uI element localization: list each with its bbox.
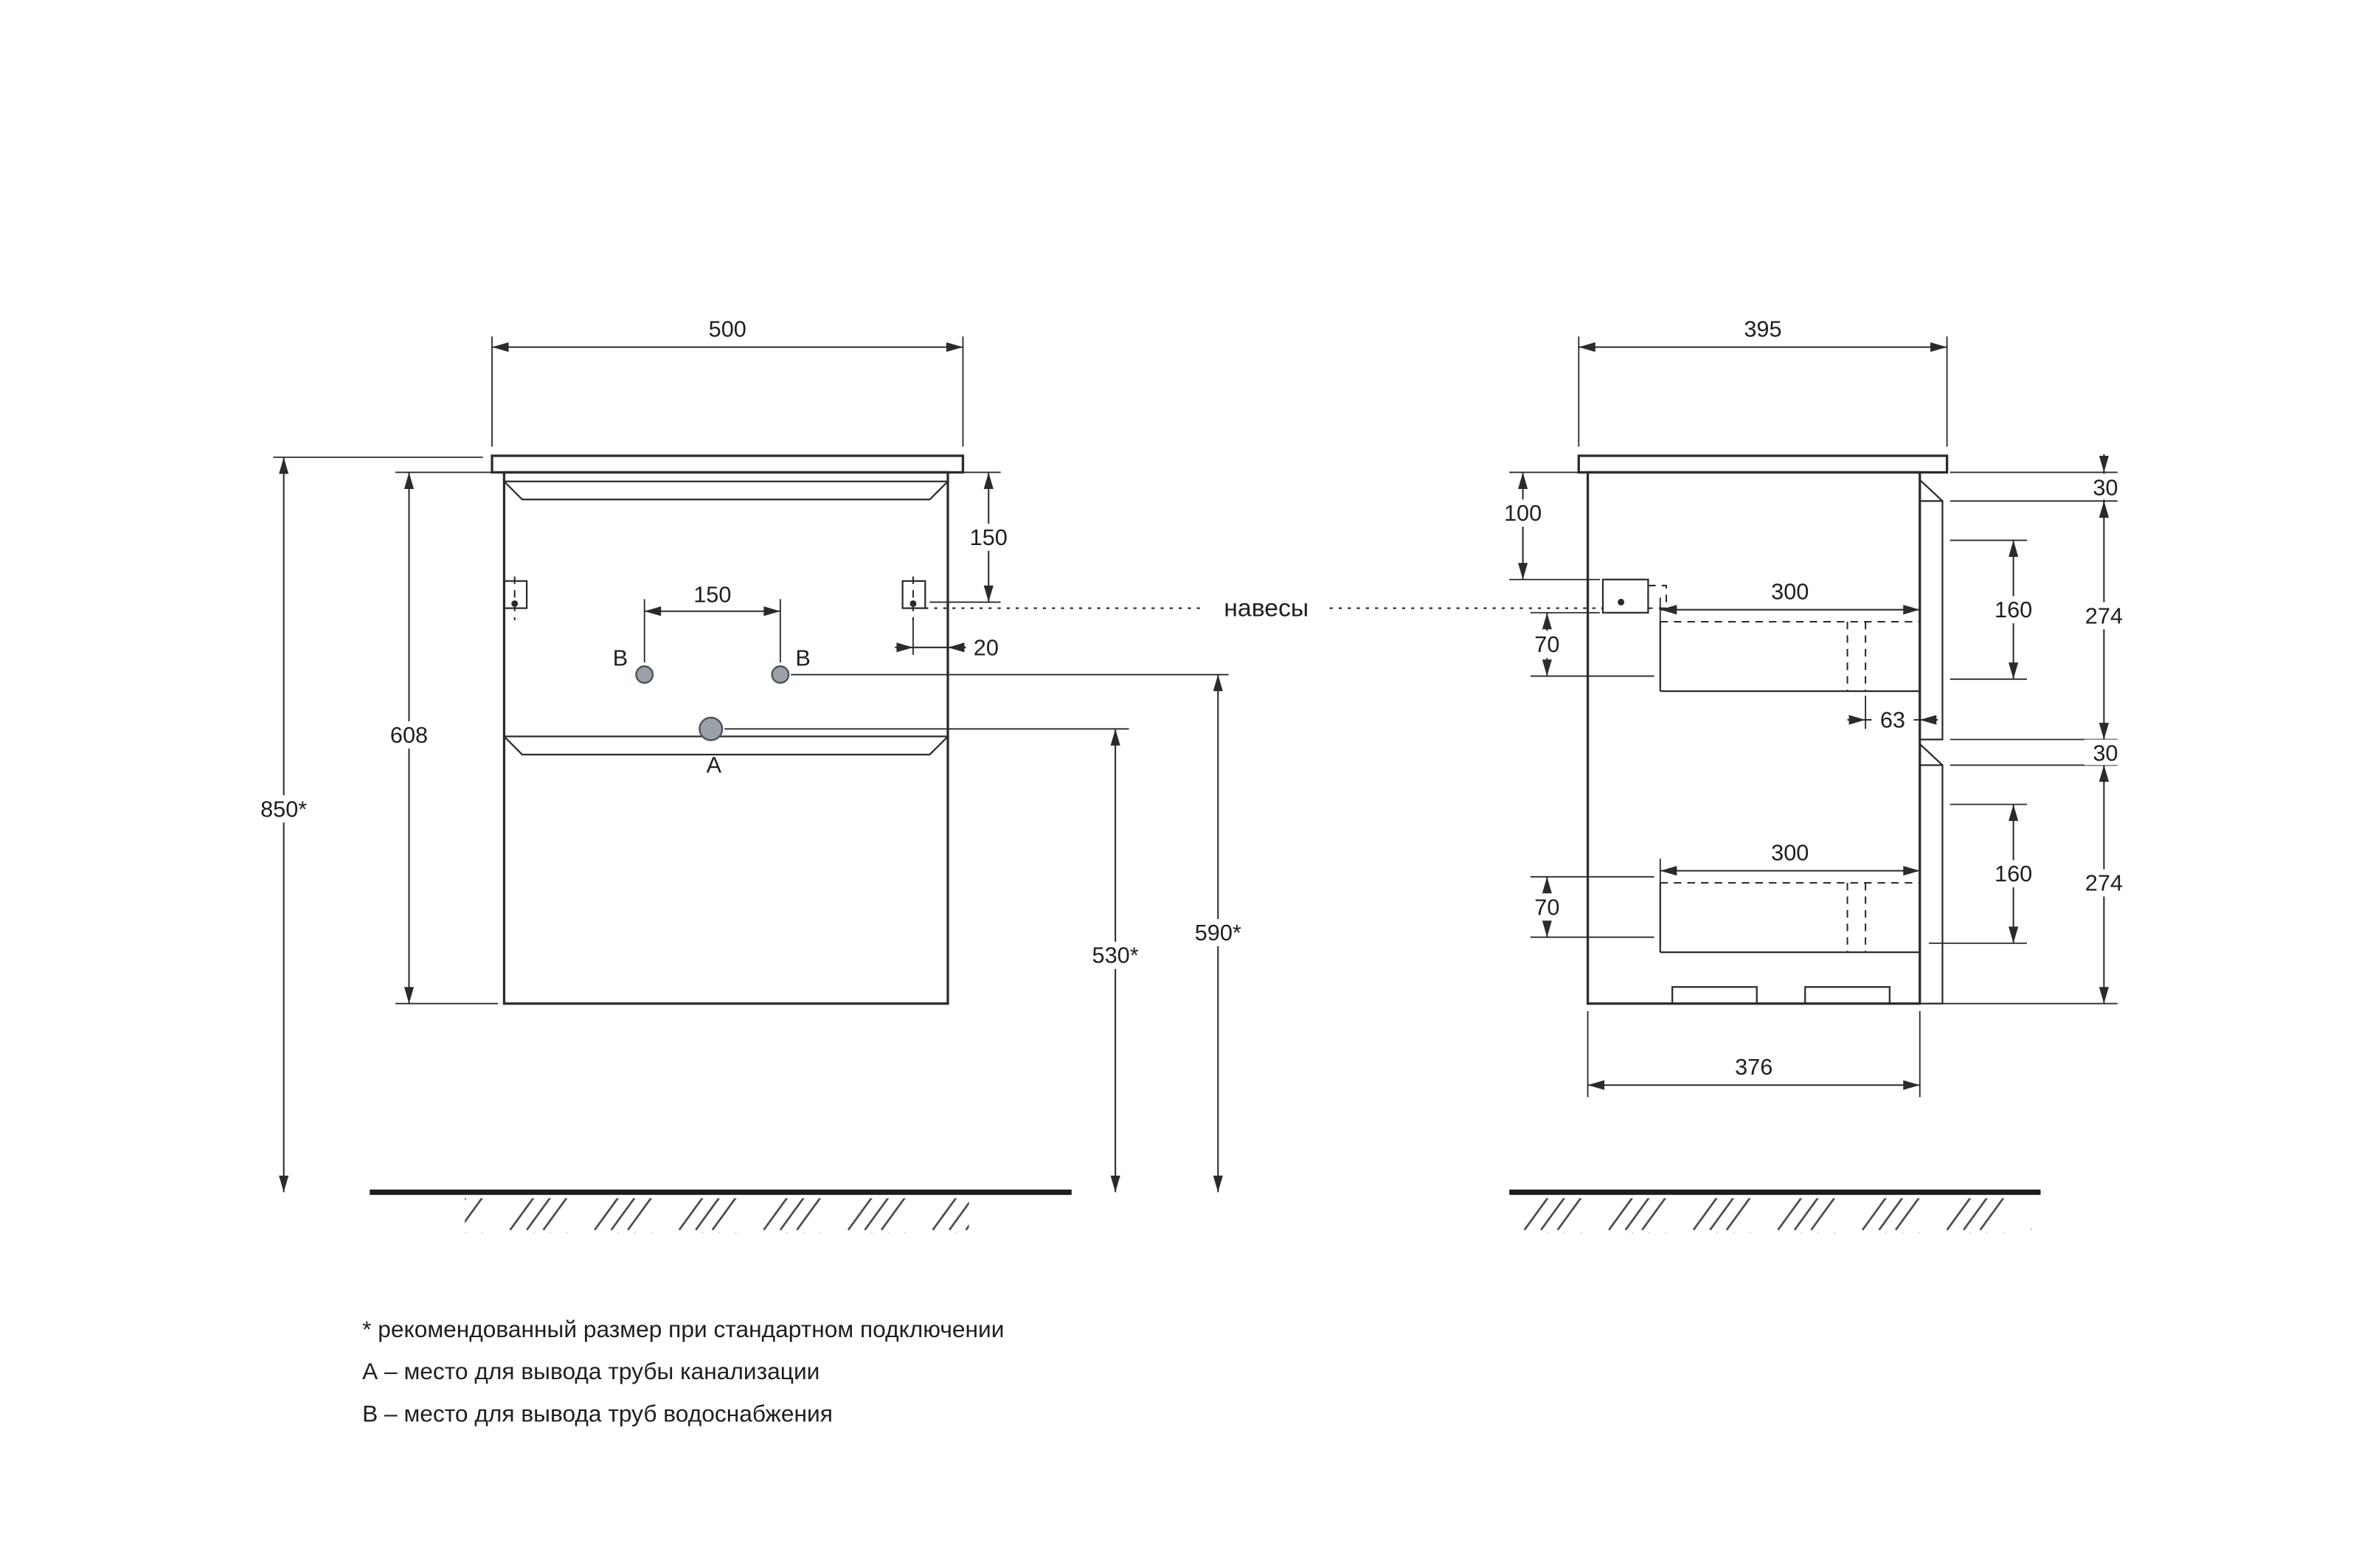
side-drawer-front-lower — [1919, 764, 1944, 1005]
dim-front-water-height-label: 590* — [1195, 920, 1241, 946]
drain-point-label: А — [707, 752, 722, 778]
dim-side-hanger-top: 100 — [1489, 471, 1600, 580]
dim-side-depth-label: 395 — [1744, 316, 1781, 341]
dim-side-slide-offset: 63 — [1847, 695, 1938, 733]
side-countertop — [1577, 454, 1949, 474]
dim-front-water-height: 590* — [791, 673, 1258, 1193]
floor-left — [370, 1189, 1072, 1233]
front-groove-top-recess — [503, 480, 949, 501]
front-cabinet-outline — [491, 454, 965, 1005]
side-drawer-lower — [1659, 882, 1920, 954]
front-cabinet-body — [502, 471, 949, 1005]
water-point-right: В — [771, 645, 811, 684]
dim-front-cabinet-height: 608 — [374, 471, 499, 1005]
dim-front-hanger-inset: 20 — [895, 617, 999, 660]
side-feet — [1671, 986, 1891, 1005]
floor-right — [1509, 1189, 2041, 1233]
dim-front-overall-height-label: 850* — [260, 796, 307, 822]
dim-front-water-spacing-label: 150 — [693, 581, 731, 607]
hanger-dot-icon — [511, 600, 519, 607]
side-drawer-front-upper — [1919, 500, 1944, 740]
front-hanger-left — [503, 576, 528, 620]
hangers-callout-label: навесы — [1224, 594, 1309, 622]
dim-side-clearance-upper: 70 — [1522, 611, 1654, 677]
dim-front-overall-height: 850* — [247, 457, 483, 1193]
dim-front-water-spacing: 150 — [643, 581, 781, 663]
dim-side-depth: 395 — [1578, 316, 1948, 447]
floor-hatch — [1518, 1198, 2032, 1233]
dim-side-drawer-depth-lower: 300 — [1659, 839, 1921, 888]
dim-side-front-height-upper: 274 — [1950, 501, 2138, 740]
dim-front-hanger-top: 150 — [929, 471, 1021, 603]
dim-side-top-gap-lower: 30 — [1950, 721, 2126, 783]
drain-outlet-icon — [699, 716, 724, 741]
dim-side-base-depth-label: 376 — [1735, 1054, 1772, 1080]
dim-front-hanger-top-label: 150 — [970, 524, 1008, 550]
note-drain: А – место для вывода трубы канализации — [362, 1358, 819, 1384]
front-countertop — [491, 454, 965, 474]
front-view: В В А 500 850* 608 — [247, 316, 1258, 1233]
dim-side-top-gap-upper-label: 30 — [2093, 474, 2118, 500]
dim-side-inner-height-lower-label: 160 — [1995, 861, 2032, 887]
dim-front-width-label: 500 — [709, 316, 746, 341]
hanger-dot-icon — [909, 600, 917, 607]
water-point-left: В — [613, 645, 654, 684]
dim-side-clearance-lower-label: 70 — [1534, 894, 1559, 920]
dim-front-drain-height: 530* — [724, 728, 1155, 1193]
notes: * рекомендованный размер при стандартном… — [362, 1316, 1004, 1427]
dim-side-hanger-top-label: 100 — [1504, 500, 1542, 526]
dim-side-clearance-upper-label: 70 — [1534, 631, 1559, 657]
dim-side-slide-offset-label: 63 — [1880, 707, 1905, 733]
water-outlet-icon — [771, 665, 790, 684]
water-point-left-label: В — [613, 645, 628, 670]
dim-side-drawer-depth-lower-label: 300 — [1771, 839, 1809, 865]
dim-side-clearance-lower: 70 — [1522, 875, 1654, 938]
water-outlet-icon — [635, 665, 654, 684]
drain-point: А — [699, 716, 724, 778]
dim-side-inner-height-lower: 160 — [1929, 803, 2044, 944]
front-groove-mid-recess — [503, 735, 949, 756]
front-hanger-right — [901, 576, 926, 620]
dim-side-inner-height-upper-label: 160 — [1995, 597, 2032, 622]
dim-side-front-height-upper-label: 274 — [2085, 603, 2123, 628]
side-drawer-upper — [1659, 621, 1920, 693]
dim-side-top-gap-upper: 30 — [1950, 454, 2126, 519]
dim-front-cabinet-height-label: 608 — [390, 722, 428, 748]
dim-side-front-height-lower: 274 — [1929, 765, 2138, 1005]
dim-side-inner-height-upper: 160 — [1950, 539, 2044, 680]
dim-side-top-gap-lower-label: 30 — [2093, 740, 2118, 766]
dim-side-front-height-lower-label: 274 — [2085, 870, 2123, 896]
note-recommended: * рекомендованный размер при стандартном… — [362, 1316, 1004, 1342]
dim-side-base-depth: 376 — [1587, 1010, 1921, 1097]
hangers-callout: навесы — [925, 594, 1604, 622]
side-hanger — [1601, 578, 1668, 614]
hanger-dot-icon — [1618, 598, 1625, 606]
floor-hatch — [465, 1198, 969, 1233]
side-cabinet-body — [1586, 471, 1921, 1005]
water-point-right-label: В — [795, 645, 810, 670]
note-water: В – место для вывода труб водоснабжения — [362, 1401, 833, 1427]
dim-side-drawer-depth-upper-label: 300 — [1771, 578, 1809, 604]
dim-front-hanger-inset-label: 20 — [974, 634, 999, 660]
dim-front-width: 500 — [491, 316, 964, 447]
side-view: 395 100 70 300 — [1489, 316, 2138, 1233]
dim-side-drawer-depth-upper: 300 — [1659, 578, 1921, 627]
dim-front-drain-height-label: 530* — [1092, 943, 1139, 968]
